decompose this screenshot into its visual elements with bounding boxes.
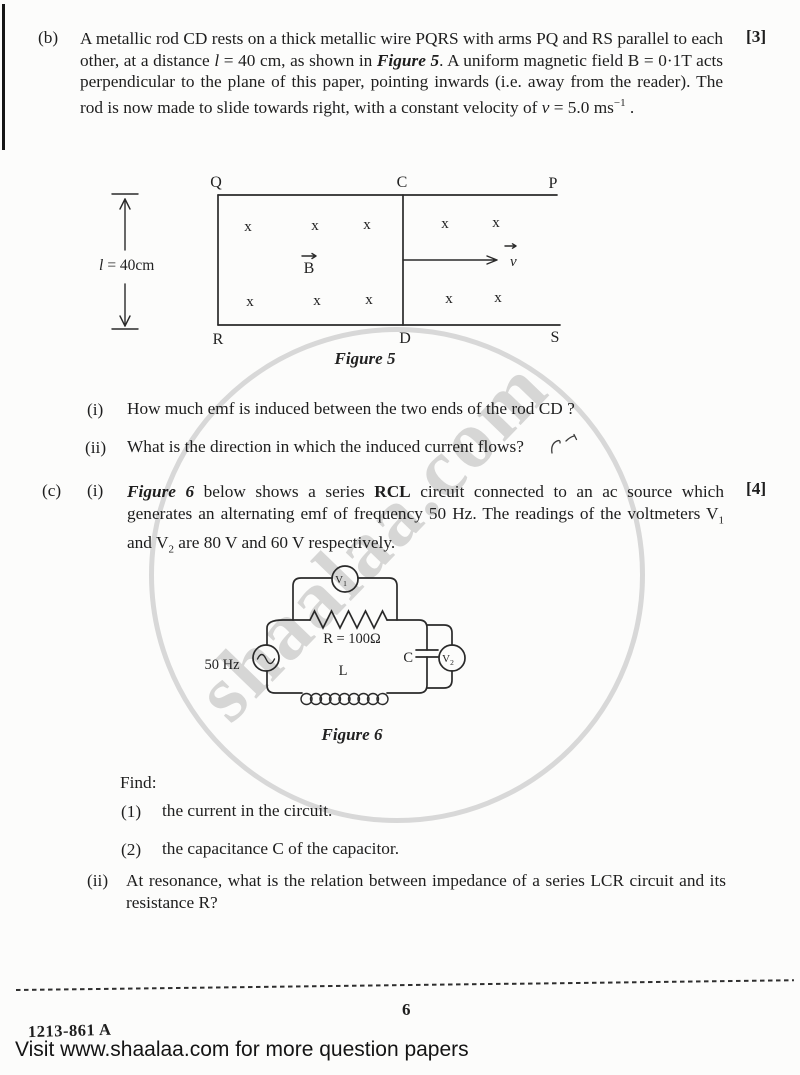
- question-b-text: A metallic rod CD rests on a thick metal…: [80, 28, 723, 118]
- question-cii-label: (ii): [87, 871, 109, 890]
- v1-wire-right: [357, 577, 398, 621]
- footer-promo-text: Visit www.shaalaa.com for more question …: [15, 1038, 469, 1061]
- v1-wire-left: [292, 577, 333, 621]
- question-bii-label: (ii): [85, 438, 107, 457]
- question-b-label: (b): [38, 28, 59, 47]
- qb-seg3: . A uniform magnetic field B = 0·1T acts…: [80, 50, 724, 117]
- inductor-label: L: [339, 663, 348, 679]
- v2-wire-top: [426, 624, 453, 646]
- velocity-label: v: [510, 254, 517, 270]
- footer-dashed-rule: [15, 979, 794, 991]
- x-mark: x: [494, 290, 502, 306]
- qc-figure6-ref: Figure 6: [127, 482, 195, 501]
- wire-topleft: [266, 619, 311, 646]
- qb-seg5: .: [625, 97, 635, 117]
- voltmeter1-circle: [331, 565, 359, 593]
- voltmeter2-circle: [438, 644, 466, 672]
- label-Q: Q: [210, 174, 222, 191]
- qb-exponent: −1: [613, 96, 626, 109]
- velocity-arrow: [402, 255, 498, 265]
- frequency-label: 50 Hz: [204, 657, 240, 673]
- question-ci-label: (i): [87, 481, 104, 500]
- ac-source-circle: [252, 644, 280, 672]
- question-b-marks: [3]: [746, 27, 767, 46]
- x-mark: x: [445, 291, 453, 307]
- label-C: C: [397, 174, 408, 191]
- qc-rcl: RCL: [374, 482, 411, 501]
- field-B-vector-bar: [301, 252, 317, 260]
- pen-mark: [551, 433, 578, 454]
- question-cii-text: At resonance, what is the relation betwe…: [126, 871, 726, 912]
- question-bi-label: (i): [87, 400, 104, 419]
- qc-seg2: circuit connected to an ac source which …: [127, 482, 724, 523]
- scan-edge-artifact: [2, 4, 5, 150]
- qb-seg4: = 5.0 ms: [549, 97, 614, 117]
- label-D: D: [399, 330, 411, 347]
- question-bii-text: What is the direction in which the induc…: [127, 437, 524, 456]
- capacitor-plates: [415, 649, 439, 658]
- velocity-vector-bar: [504, 243, 517, 249]
- v2-wire-bottom: [426, 670, 453, 689]
- resistor-label: R = 100Ω: [323, 631, 381, 647]
- qc-seg4: are 80 V and 60 V respectively.: [173, 532, 396, 552]
- resistor-zigzag: [309, 609, 388, 630]
- figure5-diagram: l= 40cm Q C P R D S x x x x x x x x x x …: [99, 174, 561, 368]
- figure6-caption: Figure 6: [321, 725, 383, 744]
- page-number: 6: [402, 1000, 411, 1019]
- qc-seg1: below shows a series: [194, 482, 375, 501]
- qb-seg2: = 40 cm, as shown in: [219, 50, 377, 70]
- qb-seg1: A metallic rod CD rests on a thick metal…: [80, 29, 723, 70]
- question-ci-text: Figure 6 below shows a series RCL circui…: [127, 481, 724, 561]
- wire-bottomright: [386, 656, 428, 694]
- qc-sub1: 1: [718, 514, 725, 527]
- length-label: l= 40cm: [99, 257, 154, 274]
- find-item2-label: (2): [121, 840, 142, 859]
- find-item2-text: the capacitance C of the capacitor.: [162, 839, 400, 858]
- x-mark: x: [441, 216, 449, 232]
- x-mark: x: [365, 292, 373, 308]
- label-S: S: [551, 329, 560, 346]
- x-mark: x: [244, 219, 252, 235]
- wire-topright: [386, 619, 428, 651]
- x-mark: x: [311, 218, 319, 234]
- question-bi-text: How much emf is induced between the two …: [127, 399, 575, 418]
- voltmeter2-label: V2: [442, 653, 454, 667]
- qb-var-l: l: [214, 50, 220, 70]
- inductor-coil: [300, 692, 389, 706]
- figure6-circuit: V1 V2 50 Hz R = 100Ω L C Figure 6: [204, 565, 466, 744]
- qb-figure5-ref: Figure 5: [376, 50, 440, 70]
- question-c-marks: [4]: [746, 479, 767, 498]
- x-mark: x: [246, 294, 254, 310]
- find-item1-label: (1): [121, 802, 142, 821]
- capacitor-label: C: [403, 650, 413, 666]
- find-item1-text: the current in the circuit.: [162, 801, 333, 820]
- label-P: P: [549, 175, 558, 192]
- find-heading: Find:: [120, 773, 157, 792]
- wire-bottomleft: [266, 670, 303, 694]
- figure5-caption: Figure 5: [334, 349, 396, 368]
- qc-sub2: 2: [168, 543, 174, 556]
- label-R: R: [213, 331, 224, 348]
- qc-seg3: and V: [127, 532, 169, 552]
- qb-var-v: v: [541, 97, 550, 117]
- ac-sine-icon: [256, 653, 276, 665]
- x-mark: x: [313, 293, 321, 309]
- question-c-label: (c): [42, 481, 62, 500]
- watermark-ring: [149, 327, 645, 823]
- x-mark: x: [363, 217, 371, 233]
- voltmeter1-label: V1: [335, 574, 347, 588]
- x-mark: x: [492, 215, 500, 231]
- dim-arrowheads: [119, 198, 131, 327]
- field-B-label: B: [304, 260, 315, 277]
